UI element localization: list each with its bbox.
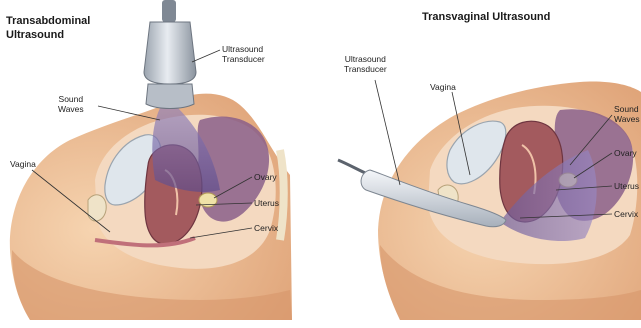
left-label-uterus: Uterus [254,198,279,208]
left-label-transducer-line2: Transducer [222,54,265,64]
left-title: Transabdominal Ultrasound [6,14,90,42]
right-label-waves-line1: Sound [614,104,640,114]
right-label-waves: Sound Waves [614,104,640,124]
left-label-waves-line2: Waves [58,104,84,114]
right-label-waves-line2: Waves [614,114,640,124]
left-spine [280,150,284,240]
left-label-ovary: Ovary [254,172,277,182]
right-anatomy [338,82,641,320]
right-label-cervix: Cervix [614,209,638,219]
leader-left-transducer [192,50,220,62]
right-label-transducer-line2: Transducer [344,64,387,74]
right-label-ovary: Ovary [614,148,637,158]
left-label-vagina: Vagina [10,159,36,169]
right-label-uterus: Uterus [614,181,639,191]
right-label-transducer: Ultrasound Transducer [344,54,387,74]
right-title: Transvaginal Ultrasound [422,10,550,24]
left-label-transducer-line1: Ultrasound [222,44,265,54]
left-transducer [144,0,196,109]
right-label-vagina: Vagina [430,82,456,92]
right-label-transducer-line1: Ultrasound [344,54,387,64]
left-label-cervix: Cervix [254,223,278,233]
left-title-line1: Transabdominal [6,14,90,28]
left-label-waves-line1: Sound [58,94,84,104]
left-title-line2: Ultrasound [6,28,90,42]
left-label-waves: Sound Waves [58,94,84,114]
leader-right-transducer [375,80,400,185]
left-label-transducer: Ultrasound Transducer [222,44,265,64]
